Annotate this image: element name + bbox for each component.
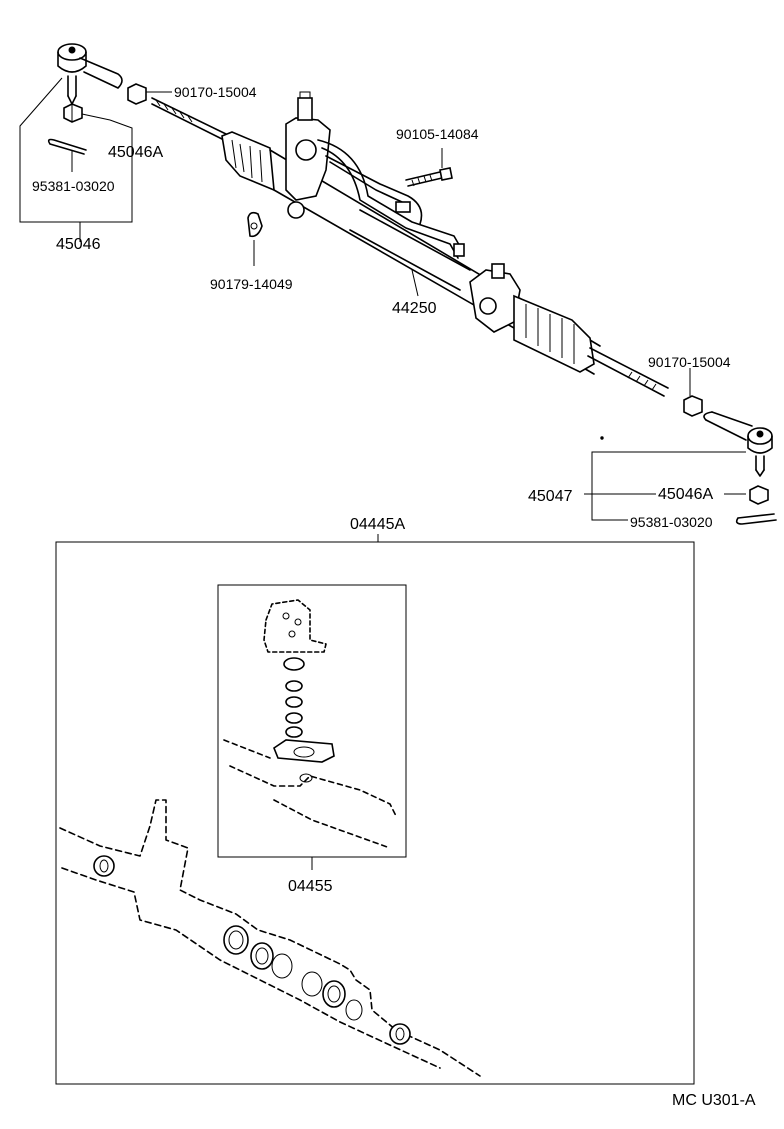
label-45046A-right: 45046A — [658, 486, 714, 503]
label-44250: 44250 — [392, 300, 437, 317]
drawing-code: MC U301-A — [672, 1092, 756, 1109]
rack-housing-exploded — [59, 799, 481, 1077]
right-group-bracket — [584, 451, 746, 521]
label-90170-15004-top: 90170-15004 — [174, 84, 257, 100]
kit-04445A-box — [55, 534, 695, 1085]
leader-44250 — [411, 269, 419, 297]
label-45047: 45047 — [528, 488, 573, 505]
left-group-bracket — [19, 77, 133, 242]
left-inner-tie-rod — [151, 97, 227, 141]
label-04445A: 04445A — [350, 516, 406, 533]
rack-housing — [221, 91, 601, 375]
bolt-90105-14084 — [405, 167, 453, 187]
right-tie-rod-end — [703, 411, 773, 477]
label-90179-14049: 90179-14049 — [210, 276, 293, 292]
label-95381-03020-right: 95381-03020 — [630, 514, 713, 530]
clamp-90179-14049 — [247, 211, 263, 238]
cotter-pin-right — [735, 513, 777, 525]
label-45046: 45046 — [56, 236, 101, 253]
label-90170-15004-right: 90170-15004 — [648, 354, 731, 370]
label-04455: 04455 — [288, 878, 333, 895]
label-90105-14084: 90105-14084 — [396, 126, 479, 142]
castle-nut-left — [63, 103, 83, 123]
left-tie-rod-end — [57, 43, 123, 105]
cotter-pin-left — [47, 138, 87, 155]
right-inner-tie-rod — [587, 347, 669, 397]
castle-nut-right — [749, 485, 769, 505]
label-45046A-left: 45046A — [108, 144, 164, 161]
jam-nut-right — [683, 395, 703, 417]
kit-04455-box — [217, 584, 407, 870]
label-95381-03020-left: 95381-03020 — [32, 178, 115, 194]
jam-nut-top — [127, 83, 147, 105]
